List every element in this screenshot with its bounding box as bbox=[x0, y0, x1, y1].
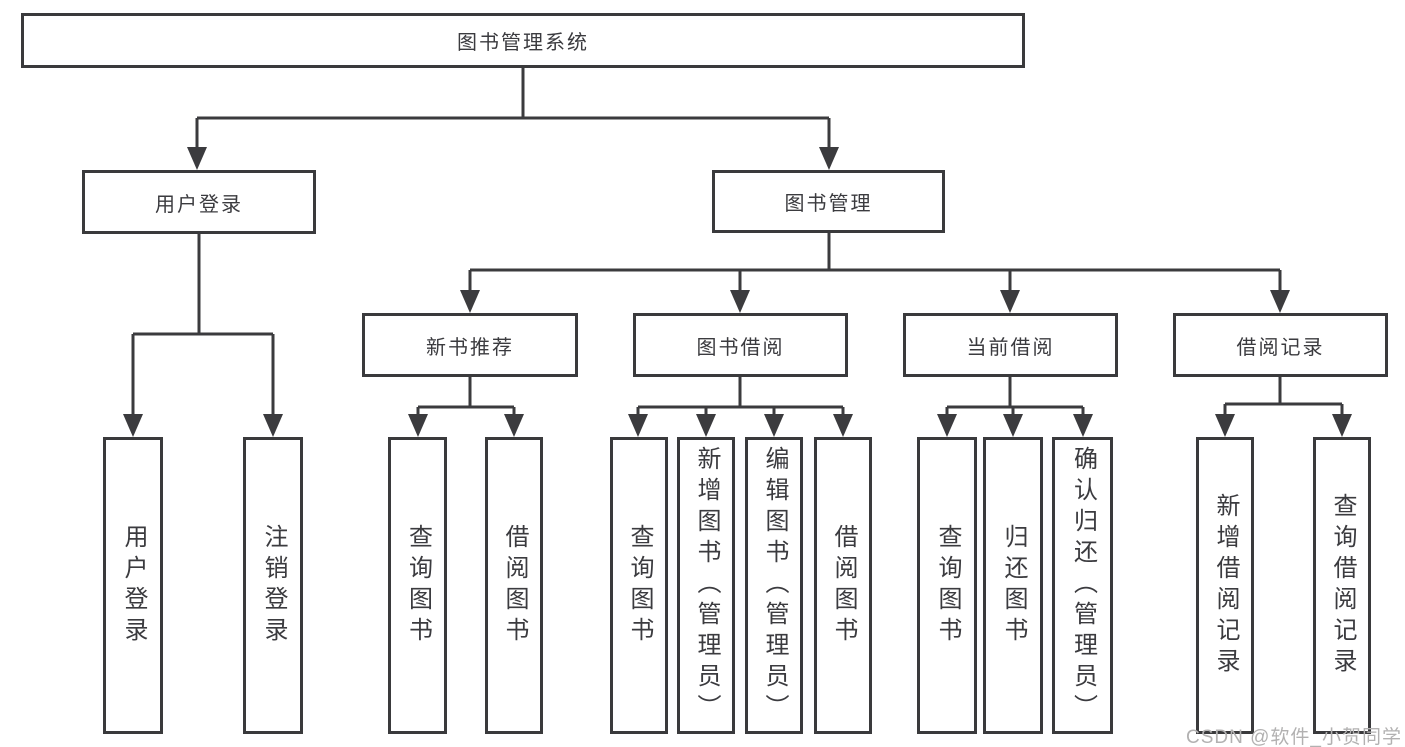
node-borrow-records: 借阅记录 bbox=[1173, 313, 1388, 377]
leaf-borrow-query-book: 查询图书 bbox=[610, 437, 668, 734]
node-new-book-recommend: 新书推荐 bbox=[362, 313, 578, 377]
node-book-management-label: 图书管理 bbox=[784, 193, 873, 215]
leaf-logout: 注销登录 bbox=[243, 437, 303, 734]
leaf-edit-book-admin: 编辑图书（管理员） bbox=[745, 437, 803, 734]
leaf-add-book-admin-label: 新增图书（管理员） bbox=[693, 446, 720, 725]
leaf-user-login: 用户登录 bbox=[103, 437, 163, 734]
node-book-borrow: 图书借阅 bbox=[633, 313, 848, 377]
node-user-login: 用户登录 bbox=[82, 170, 316, 234]
leaf-logout-label: 注销登录 bbox=[260, 523, 287, 648]
leaf-query-borrow-record-label: 查询借阅记录 bbox=[1329, 492, 1356, 679]
leaf-query-borrow-record: 查询借阅记录 bbox=[1313, 437, 1371, 734]
leaf-recommend-query-book-label: 查询图书 bbox=[404, 523, 432, 648]
leaf-add-borrow-record-label: 新增借阅记录 bbox=[1212, 492, 1239, 679]
leaf-user-login-label: 用户登录 bbox=[120, 523, 147, 648]
node-current-borrow: 当前借阅 bbox=[903, 313, 1118, 377]
leaf-recommend-borrow-book-label: 借阅图书 bbox=[501, 523, 528, 648]
leaf-edit-book-admin-label: 编辑图书（管理员） bbox=[761, 446, 788, 725]
node-current-borrow-label: 当前借阅 bbox=[966, 336, 1055, 359]
leaf-return-book: 归还图书 bbox=[983, 437, 1043, 734]
node-user-login-label: 用户登录 bbox=[155, 193, 243, 216]
leaf-add-book-admin: 新增图书（管理员） bbox=[677, 437, 735, 734]
leaf-confirm-return-admin-label: 确认归还（管理员） bbox=[1069, 446, 1097, 725]
leaf-current-query-book: 查询图书 bbox=[917, 437, 977, 734]
leaf-borrow-book-label: 借阅图书 bbox=[830, 523, 857, 648]
node-root-library-system: 图书管理系统 bbox=[21, 13, 1025, 68]
leaf-borrow-book: 借阅图书 bbox=[814, 437, 872, 734]
leaf-recommend-borrow-book: 借阅图书 bbox=[485, 437, 543, 734]
leaf-recommend-query-book: 查询图书 bbox=[388, 437, 447, 734]
node-borrow-records-label: 借阅记录 bbox=[1236, 336, 1325, 359]
leaf-return-book-label: 归还图书 bbox=[1000, 523, 1027, 648]
leaf-confirm-return-admin: 确认归还（管理员） bbox=[1052, 437, 1113, 734]
node-root-label: 图书管理系统 bbox=[457, 32, 589, 54]
csdn-watermark: CSDN @软件_小贺同学 bbox=[1186, 727, 1402, 747]
leaf-current-query-book-label: 查询图书 bbox=[934, 523, 961, 648]
node-book-borrow-label: 图书借阅 bbox=[696, 336, 785, 359]
leaf-borrow-query-book-label: 查询图书 bbox=[626, 523, 653, 648]
node-new-book-recommend-label: 新书推荐 bbox=[426, 336, 514, 359]
leaf-add-borrow-record: 新增借阅记录 bbox=[1196, 437, 1254, 734]
node-book-management: 图书管理 bbox=[712, 170, 945, 233]
